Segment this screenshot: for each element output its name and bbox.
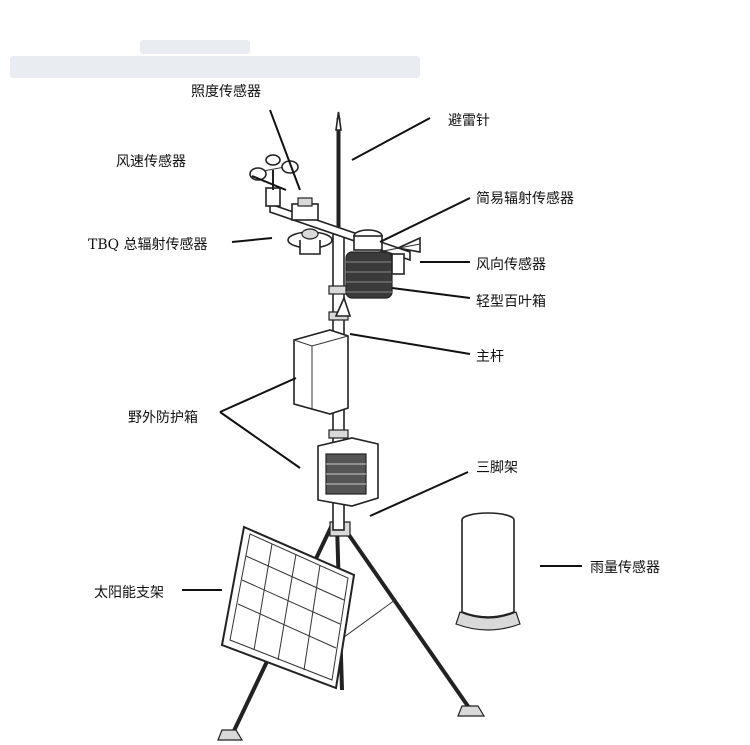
field-protection-box-upper — [293, 329, 349, 415]
label-tripod: 三脚架 — [476, 460, 518, 476]
label-tbq-total-radiation-sensor: TBQ 总辐射传感器 — [88, 236, 208, 253]
label-wind-direction-sensor: 风向传感器 — [476, 256, 546, 273]
faded-toolbar-artifact — [10, 40, 420, 78]
labels: 照度传感器 避雷针 风速传感器 简易辐射传感器 TBQ 总辐射传感器 风向传感器… — [88, 83, 660, 601]
label-lightning-rod: 避雷针 — [448, 113, 490, 129]
label-rain-gauge-sensor: 雨量传感器 — [590, 559, 660, 576]
label-simple-radiation-sensor: 简易辐射传感器 — [476, 190, 574, 207]
label-main-pole: 主杆 — [476, 349, 504, 365]
solar-panel — [220, 525, 356, 690]
label-field-protection-box: 野外防护箱 — [128, 410, 198, 426]
simple-radiation-sensor — [353, 229, 383, 251]
illuminance-sensor — [291, 197, 319, 221]
tbq-total-radiation-sensor — [287, 228, 333, 255]
light-louver-box — [334, 251, 393, 317]
label-wind-speed-sensor: 风速传感器 — [116, 153, 186, 170]
wind-direction-sensor — [377, 236, 421, 275]
callout-lines — [182, 109, 582, 591]
field-protection-box-lower — [317, 437, 379, 507]
label-solar-panel-bracket: 太阳能支架 — [94, 585, 164, 601]
label-light-louver-box: 轻型百叶箱 — [476, 294, 546, 310]
rain-gauge-sensor — [455, 512, 521, 631]
label-illuminance-sensor: 照度传感器 — [191, 83, 261, 100]
